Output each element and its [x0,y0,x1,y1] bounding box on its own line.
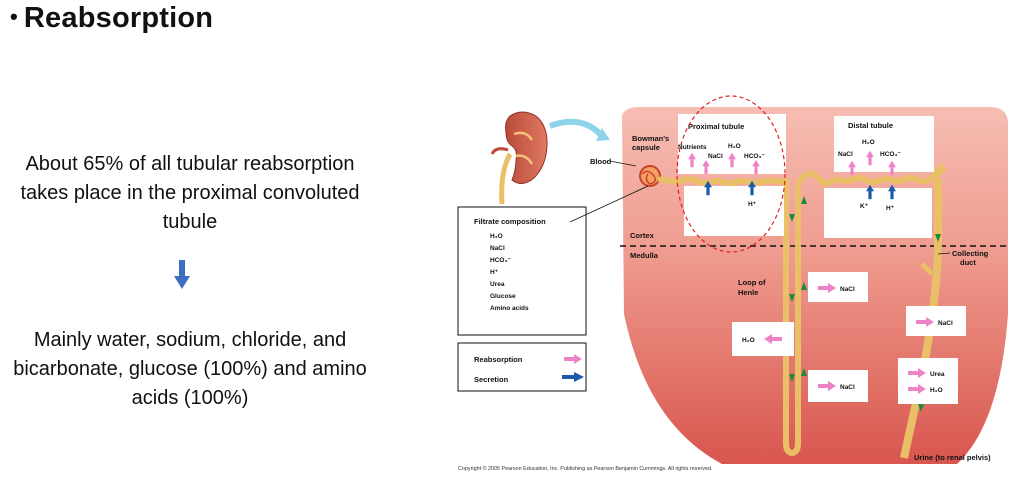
filtrate-item: NaCl [490,245,505,252]
distal-h-label: H⁺ [886,205,895,212]
distal-nacl-label: NaCl [838,151,853,158]
distal-header-panel [834,116,934,172]
legend-box [457,342,587,392]
proximal-h-label: H⁺ [748,201,757,208]
distal-hco3-label: HCO₃⁻ [880,151,901,158]
urine-label: Urine (to renal pelvis) [914,453,991,462]
legend-secretion-label: Secretion [474,375,509,384]
filtrate-item: Glucose [490,293,516,300]
filtrate-item: Urea [490,281,505,288]
zoom-arrowhead [596,128,610,141]
legend-reabsorption-label: Reabsorption [474,355,523,364]
distal-tubule-label: Distal tubule [848,121,893,130]
collecting-duct-label-2: duct [960,258,976,267]
loop-nacl-upper-label: NaCl [840,286,855,293]
loop-nacl-lower-label: NaCl [840,384,855,391]
distal-k-label: K⁺ [860,203,869,210]
duct-h2o-label: H₂O [930,387,943,394]
glomerulus-icon [639,165,661,187]
proximal-panel [684,186,784,236]
filtrate-item: H⁺ [490,269,499,276]
loop-of-henle-label-2: Henle [738,288,758,297]
flow-arrows [789,196,941,412]
filtrate-title: Filtrate composition [474,217,546,226]
zoom-arrow-icon [548,118,605,139]
loop-of-henle-label-1: Loop of [738,278,766,287]
down-arrow-icon [174,260,190,289]
duct-branch [920,262,934,276]
collecting-duct-label-1: Collecting [952,249,989,258]
summary-text: About 65% of all tubular reabsorption ta… [20,153,360,233]
distal-panel [824,188,932,238]
proximal-h2o-label: H₂O [728,143,741,150]
secretion-legend-arrow-icon [562,372,584,382]
blood-label: Blood [590,157,612,166]
cortex-label: Cortex [630,231,655,240]
kidney-icon [490,111,548,205]
loop-h2o-box [732,322,794,356]
bowmans-capsule-label-1: Bowman's [632,134,669,143]
nephron-tubule [657,170,939,456]
bowmans-capsule-label-2: capsule [632,143,660,152]
slide-title: •Reabsorption [10,2,213,35]
title-text: Reabsorption [23,2,214,34]
loop-nacl-lower-box [808,370,868,402]
loop-nacl-upper-box [808,272,868,302]
nephron-diagram: Blood Bowman's capsule Proximal tubule N… [457,95,1008,472]
filtrate-item: HCO₃⁻ [490,257,511,264]
duct-urea-label: Urea [930,371,945,378]
filtrate-item: H₂O [490,233,503,240]
proximal-highlight-ellipse [676,95,786,253]
duct-urea-h2o-box [898,358,958,404]
nutrients-label: Nutrients [678,144,707,151]
filtrate-box [457,206,587,336]
detail-text: Mainly water, sodium, chloride, and bica… [13,329,367,409]
copyright-text: Copyright © 2005 Pearson Education, Inc.… [458,465,712,472]
title-bullet: • [10,4,18,29]
proximal-nacl-label: NaCl [708,153,723,160]
proximal-hco3-label: HCO₃⁻ [744,153,765,160]
duct-nacl-box [906,306,966,336]
distal-h2o-label: H₂O [862,139,875,146]
filtrate-item: Amino acids [490,305,529,312]
duct-nacl-label: NaCl [938,320,953,327]
medulla-label: Medulla [630,251,659,260]
proximal-tubule-label: Proximal tubule [688,122,744,131]
loop-h2o-label: H₂O [742,337,755,344]
